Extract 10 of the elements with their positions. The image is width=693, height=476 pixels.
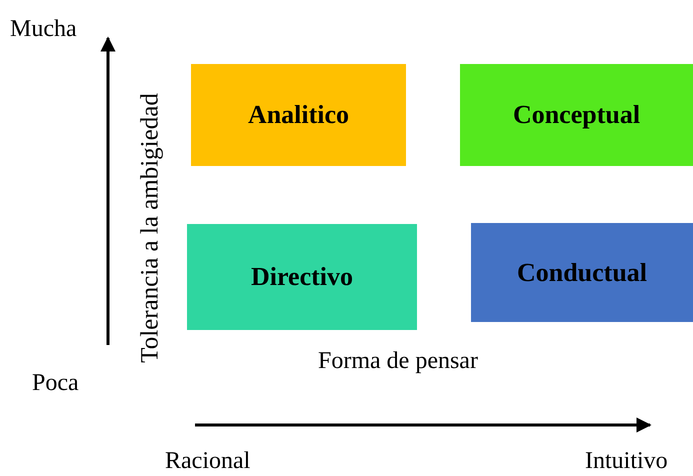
axis-label: Racional	[165, 448, 250, 474]
axis-title: Tolerancia a la ambigiedad	[136, 93, 164, 363]
quadrant-box: Conductual	[471, 223, 693, 322]
axis-label: Poca	[32, 370, 79, 396]
quadrant-box: Directivo	[187, 224, 417, 330]
quadrant-box: Analitico	[191, 64, 406, 166]
axis-label: Mucha	[10, 16, 77, 42]
axis-label: Intuitivo	[585, 448, 668, 474]
axis-title: Forma de pensar	[318, 348, 478, 374]
quadrant-box: Conceptual	[460, 64, 693, 166]
